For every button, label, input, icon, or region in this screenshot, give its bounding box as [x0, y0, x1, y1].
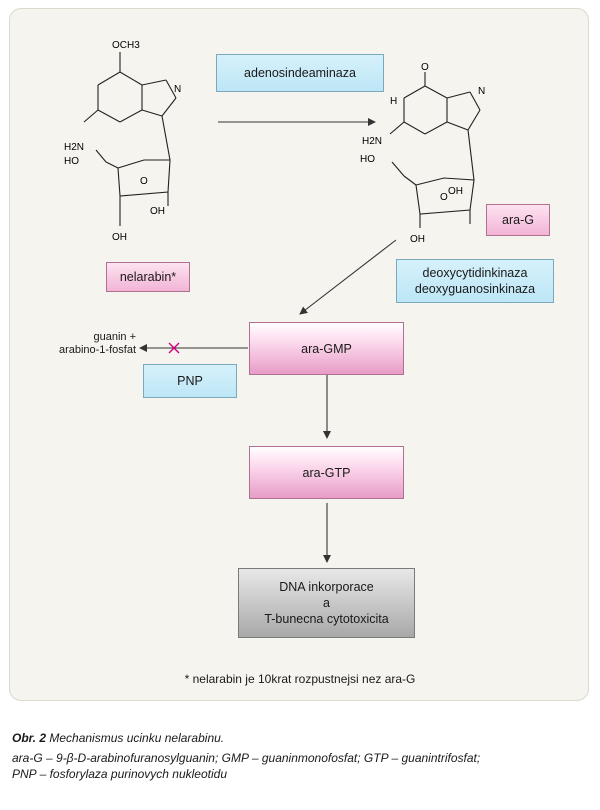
bond	[403, 85, 426, 99]
adenosine-deaminase-box: adenosindeaminaza	[216, 54, 384, 92]
figure-number: Obr. 2	[12, 731, 47, 745]
ara-gmp-box: ara-GMP	[249, 322, 404, 375]
bond	[446, 121, 469, 131]
guanine-label: guanin +	[93, 331, 136, 343]
deoxycytidine-kinase-label: deoxycytidinkinaza	[422, 266, 528, 280]
bond	[424, 121, 448, 135]
bond	[469, 91, 481, 111]
bond	[446, 91, 471, 99]
h2n-label: H2N	[362, 136, 382, 147]
oh-label: OH	[448, 186, 463, 197]
guanine-product: guanin + arabino-1-fosfat	[40, 331, 136, 357]
bond	[161, 97, 177, 117]
oh-label: OH	[410, 234, 425, 245]
kinases-box: deoxycytidinkinaza deoxyguanosinkinaza	[396, 259, 554, 303]
cross-stroke	[168, 342, 180, 354]
conjunction-label: a	[323, 596, 330, 610]
pnp-box: PNP	[143, 364, 237, 398]
figure-caption-title: Obr. 2 Mechanismus ucinku nelarabinu.	[12, 730, 224, 746]
bond	[389, 121, 405, 135]
och3-label: OCH3	[112, 40, 140, 51]
bond	[467, 129, 475, 181]
n-label: N	[174, 84, 181, 95]
bond	[119, 71, 143, 86]
bond	[165, 79, 177, 99]
bond	[97, 109, 121, 123]
ara-g-box: ara-G	[486, 204, 550, 236]
h2n-label: H2N	[64, 142, 84, 153]
bond	[467, 109, 481, 131]
bond	[391, 161, 405, 177]
bond	[161, 115, 171, 161]
bond	[403, 121, 426, 135]
caption-abbreviations-1: ara-G – 9-β-D-arabinofuranosylguanin; GM…	[12, 751, 481, 765]
phosphorylation-arrow	[299, 239, 397, 315]
bond	[97, 71, 121, 86]
oh-label: OH	[112, 232, 127, 243]
o-label: O	[421, 62, 429, 73]
footnote: * nelarabin je 10krat rozpustnejsi nez a…	[184, 672, 416, 686]
deoxyguanosine-kinase-label: deoxyguanosinkinaza	[414, 282, 536, 296]
ho-label: HO	[360, 154, 375, 165]
nelarabine-label: nelarabin*	[119, 270, 177, 284]
bond	[141, 109, 163, 117]
pnp-label: PNP	[177, 374, 203, 388]
caption-abbreviations-2: PNP – fosforylaza purinovych nukleotidu	[12, 767, 228, 781]
oh-label: OH	[150, 206, 165, 217]
bond	[119, 109, 143, 123]
figure-title: Mechanismus ucinku nelarabinu.	[49, 731, 225, 745]
cytotoxicity-label: T-bunecna cytotoxicita	[264, 612, 389, 626]
bond	[403, 175, 417, 186]
ring-o-label: O	[140, 176, 148, 187]
ho-label: HO	[64, 156, 79, 167]
outcome-box: DNA inkorporace a T-bunecna cytotoxicita	[238, 568, 415, 638]
h-label: H	[390, 96, 397, 107]
nelarabine-structure	[83, 52, 177, 226]
ara-gtp-label: ara-GTP	[302, 465, 351, 480]
sugar-ring	[415, 177, 475, 215]
bond	[424, 85, 448, 99]
bond	[105, 161, 119, 169]
blocked-mark-icon	[168, 342, 180, 354]
arabino-phosphate-label: arabino-1-fosfat	[58, 344, 136, 356]
bond	[95, 149, 107, 163]
ara-g-label: ara-G	[502, 213, 534, 227]
nelarabine-box: nelarabin*	[106, 262, 190, 292]
n-label: N	[478, 86, 485, 97]
adenosine-deaminase-label: adenosindeaminaza	[244, 66, 356, 80]
bond	[83, 109, 99, 123]
ring-o-label: O	[440, 192, 448, 203]
bond	[141, 79, 167, 86]
ara-gmp-label: ara-GMP	[301, 341, 352, 356]
ara-g-structure	[389, 72, 481, 228]
sugar-ring	[117, 159, 171, 197]
dna-incorporation-label: DNA inkorporace	[279, 580, 374, 594]
ara-gtp-box: ara-GTP	[249, 446, 404, 499]
